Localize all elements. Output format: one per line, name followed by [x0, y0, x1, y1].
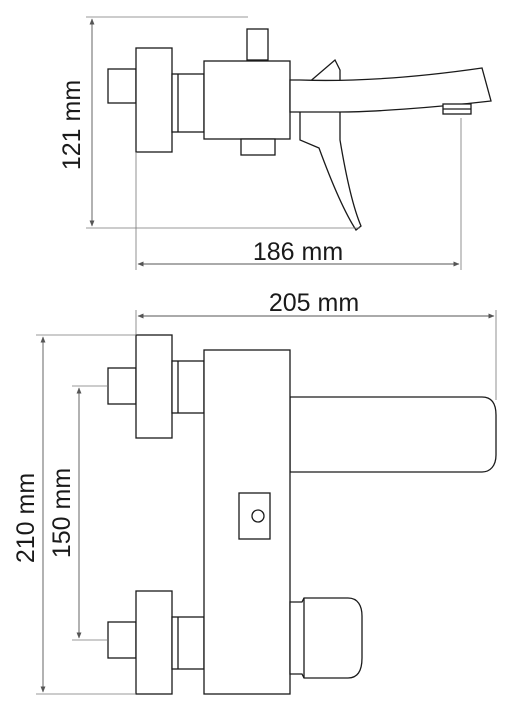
side-height-label: 121 mm	[58, 80, 86, 170]
top-lower-flange	[135, 590, 173, 695]
side-spout	[289, 67, 492, 113]
side-length-label: 186 mm	[253, 238, 343, 266]
top-upper-inlet-nut	[107, 367, 137, 405]
side-mixer-body	[203, 60, 291, 140]
top-lower-inlet-nut	[107, 621, 137, 659]
side-eccentric	[171, 73, 205, 133]
top-upper-eccentric	[171, 360, 205, 414]
top-width-label: 205 mm	[269, 289, 359, 317]
side-view: 121 mm 186 mm	[58, 16, 492, 270]
top-upper-flange	[135, 334, 173, 439]
side-diverter-knob	[246, 28, 269, 61]
side-bottom-outlet	[240, 138, 276, 156]
top-view: 205 mm 210 mm 150 mm	[12, 289, 497, 695]
top-spacing-label: 150 mm	[48, 468, 76, 558]
side-wall-flange	[135, 47, 173, 153]
side-inlet-nut	[107, 68, 137, 104]
top-lever-handle	[289, 597, 363, 679]
top-spout	[289, 396, 497, 473]
top-height-label: 210 mm	[12, 473, 40, 563]
top-lower-eccentric	[171, 616, 205, 670]
top-diverter-knob	[251, 509, 265, 523]
